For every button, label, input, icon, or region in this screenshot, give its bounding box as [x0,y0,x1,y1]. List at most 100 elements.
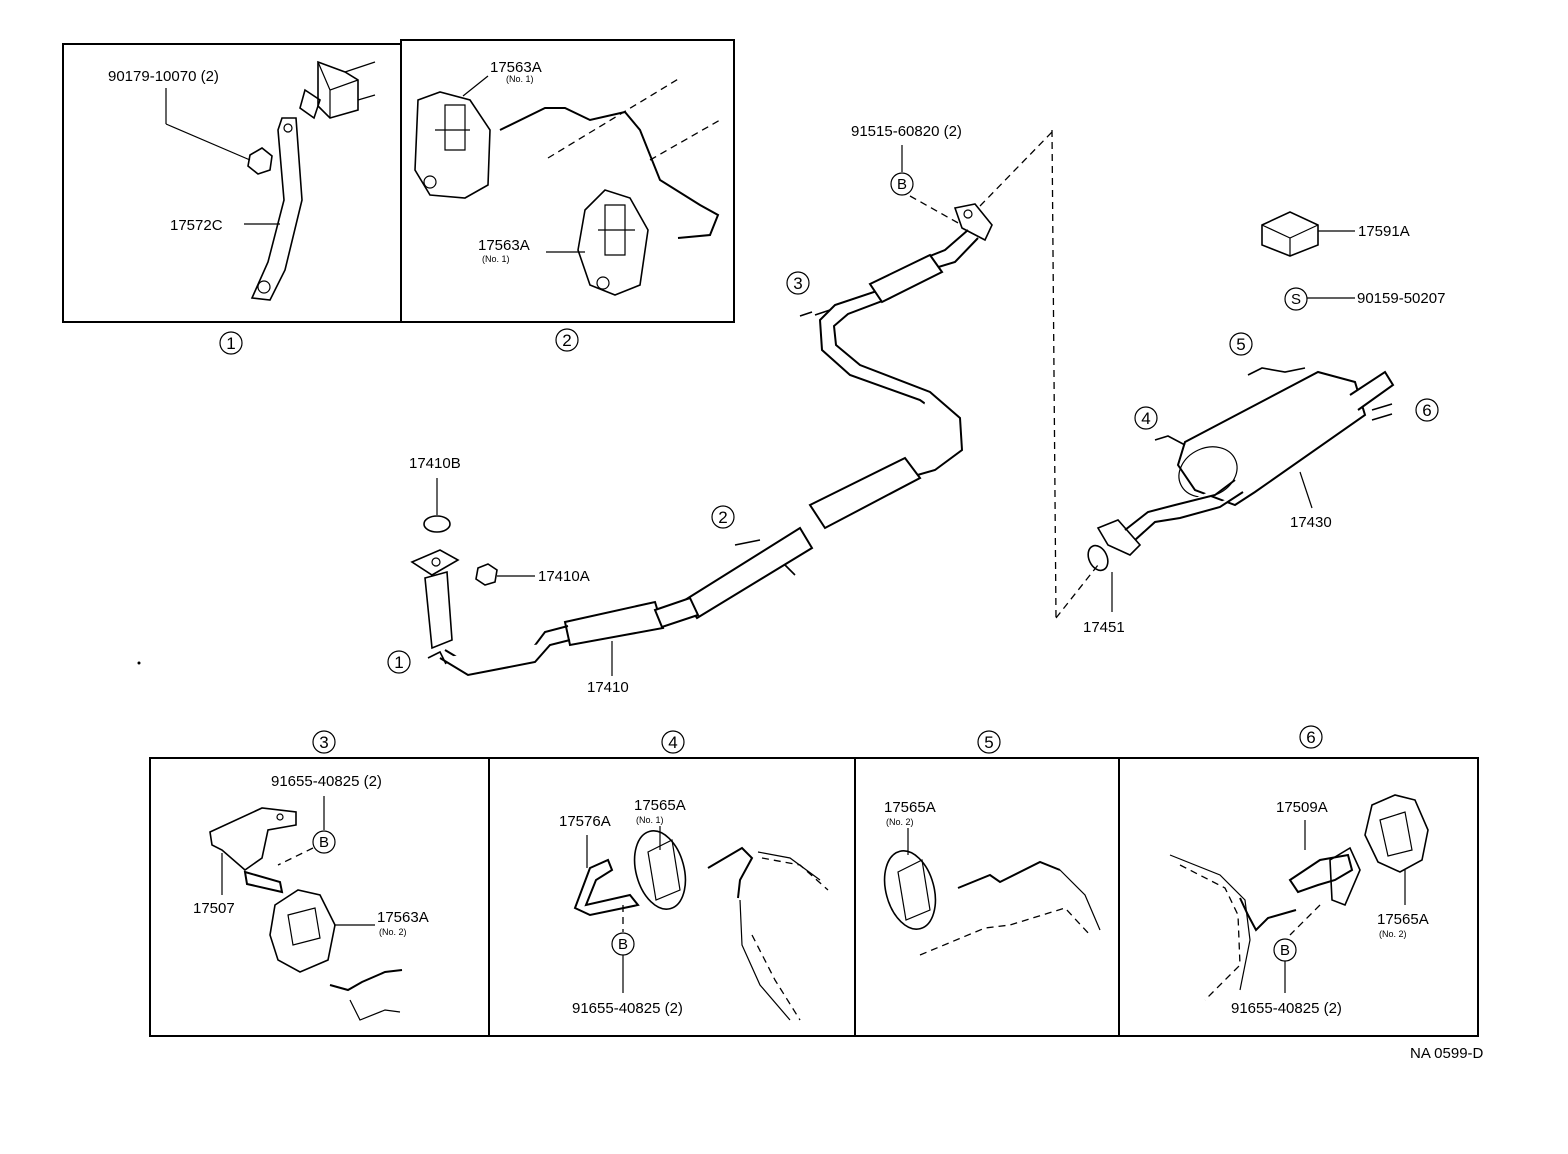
label-nut-17410a: 17410A [538,568,590,585]
label-bracket-part: 17572C [170,217,223,234]
marker-1-main-number: 1 [394,653,403,672]
marker-2-main-number: 2 [718,508,727,527]
box5-body-dash [919,907,1091,956]
marker-s-letter: S [1291,291,1301,308]
box3-bracket-hole [276,813,284,821]
front-resonator-joint [653,596,700,629]
hanger-5-rod [1247,367,1306,376]
box5-hanger-rod [957,860,1061,889]
box4-ring-support [633,830,687,910]
box4-ring-detail [647,839,681,901]
bolt-dash-line [909,195,961,225]
marker-3-main [786,271,810,295]
box5-body-line [1059,869,1101,931]
box6-bracket-rod [1288,853,1354,894]
label-box6-bracket: 17509A [1276,799,1328,816]
box6-body-dash [1179,864,1241,1001]
bottom-boxes-frame [149,757,1479,1037]
label-box5-support: 17565A [884,799,936,816]
box3-bracket-pin [243,870,284,894]
marker-3-main-number: 3 [793,274,802,293]
muffler-gasket [1087,544,1109,572]
index-circle-1 [219,331,243,355]
box5-ring-support [883,850,937,930]
label-box4-bolt: 91655-40825 (2) [572,1000,683,1017]
marker-5-muffler-number: 5 [1236,335,1245,354]
marker-1-main [387,650,411,674]
dash-box3-bolt [277,847,314,866]
index-number-6: 6 [1306,728,1315,747]
tail-pipe [1349,370,1395,411]
label-box4-bracket: 17576A [559,813,611,830]
front-resonator [563,600,665,647]
support-lower-detail [598,204,635,256]
box3-support-shape [269,889,336,973]
detail-box-2: 17563A (No. 1) 17563A (No. 1) 2 [400,39,735,352]
index-circle-2 [555,328,579,352]
hanger-rod-curve [624,111,720,239]
label-box5-support-sub: (No. 2) [886,817,914,827]
label-support-upper-sub: (No. 1) [506,74,534,84]
label-nut-part: 90179-10070 (2) [108,68,219,85]
stud-bolt-shape [299,88,321,120]
box4-hanger-rod [707,846,754,899]
pipe-centerline-2 [649,119,721,161]
bracket-hole-bottom [257,280,271,294]
marker-s [1284,287,1308,311]
leader-nut [165,123,251,161]
label-box6-support: 17565A [1377,911,1429,928]
label-box4-support: 17565A [634,797,686,814]
support-lower-shape [577,189,649,296]
label-box3-bracket: 17507 [193,900,235,917]
connector-dash-vertical [1051,129,1057,619]
index-number-5: 5 [984,733,993,752]
insulator-edges [1261,224,1319,256]
front-flange-hole [431,557,441,567]
label-screw: 90159-50207 [1357,290,1445,307]
insulator-block [1261,211,1319,257]
index-number-3: 3 [319,733,328,752]
label-insulator: 17591A [1358,223,1410,240]
detail-box-5: 5 17565A (No. 2) [883,730,1101,956]
box4-bracket-shape [573,858,640,917]
leader-support-upper [462,75,489,97]
stray-dot [137,661,141,665]
index-number-1: 1 [226,334,235,353]
sub-muffler-upper [868,253,944,304]
pipe-centerline-1 [547,77,681,159]
support-upper-shape [414,91,491,199]
label-pipe: 17410 [587,679,629,696]
muffler-inlet-flange [1096,519,1142,556]
label-main-bolt: 91515-60820 (2) [851,123,962,140]
hanger-3-rods [799,309,831,317]
rear-flange-shape [953,203,993,242]
main-pipe-assembly: 91515-60820 (2) B 3 2 [137,123,1099,696]
label-muffler: 17430 [1290,514,1332,531]
body-block-lines [344,61,376,101]
connector-dash-upper [979,131,1053,207]
muffler-inlet-pipe-edge [1134,491,1244,541]
box4-body-lines [739,851,821,1021]
label-ring: 17410B [409,455,461,472]
detail-box-2-frame [400,39,735,323]
leader-muffler [1299,471,1313,509]
label-support-lower-sub: (No. 1) [482,254,510,264]
marker-4-muffler-number: 4 [1141,409,1150,428]
label-box3-support: 17563A [377,909,429,926]
muffler-assembly: 17591A S 90159-50207 5 4 6 17451 17430 [1083,211,1445,636]
hanger-2-rods [734,539,796,576]
body-block-shape [317,60,359,119]
gasket-ring [423,515,451,533]
box6-hanger-rod [1239,897,1297,932]
detail-box-6: 6 17509A B 91655-40825 (2) 17565A (No. 2… [1169,725,1429,1017]
index-circle-4 [661,730,685,754]
label-support-lower: 17563A [478,237,530,254]
marker-5-muffler [1229,332,1253,356]
marker-b-box4-letter: B [618,936,628,953]
detail-box-4: 4 17565A (No. 1) 17576A B 91655-40825 (2… [559,730,829,1021]
box3-support-detail [287,907,321,946]
hanger-6-rods [1371,403,1393,421]
box6-body-line [1169,854,1251,991]
index-number-2: 2 [562,331,571,350]
box4-body-dash [751,857,829,1021]
